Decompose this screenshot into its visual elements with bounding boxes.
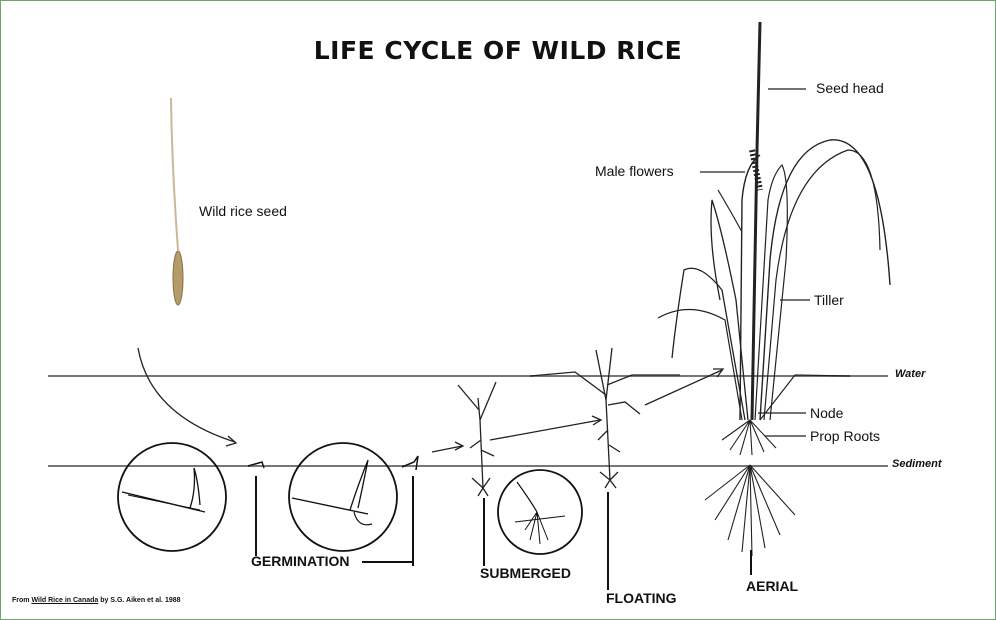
credit-prefix: From: [12, 597, 31, 604]
credit-suffix: by S.G. Aiken et al. 1988: [98, 597, 180, 604]
water-label: Water: [895, 368, 925, 380]
arrow-seed-to-germination: [138, 348, 236, 446]
seed-head-label: Seed head: [816, 80, 884, 96]
diagram-title: LIFE CYCLE OF WILD RICE: [0, 36, 996, 65]
stage-submerged: SUBMERGED: [480, 565, 571, 581]
node-label: Node: [810, 405, 843, 421]
germination-circle-2: [289, 443, 397, 551]
seedling-2: [402, 456, 418, 470]
sediment-label: Sediment: [892, 458, 942, 470]
seed-drawing: [171, 98, 183, 305]
prop-roots-label: Prop Roots: [810, 428, 880, 444]
submerged-plant: [458, 382, 496, 496]
germination-circle-1: [118, 443, 226, 551]
source-credit: From Wild Rice in Canada by S.G. Aiken e…: [12, 597, 181, 604]
credit-source: Wild Rice in Canada: [31, 597, 98, 604]
stage-arrows: [432, 369, 723, 452]
submerged-circle: [498, 470, 582, 554]
stage-aerial: AERIAL: [746, 578, 798, 594]
stage-floating: FLOATING: [606, 590, 677, 606]
male-flowers-label: Male flowers: [595, 163, 674, 179]
aerial-roots: [705, 420, 795, 556]
seed-label: Wild rice seed: [199, 203, 287, 219]
stage-germination: GERMINATION: [251, 553, 350, 569]
tiller-label: Tiller: [814, 292, 844, 308]
